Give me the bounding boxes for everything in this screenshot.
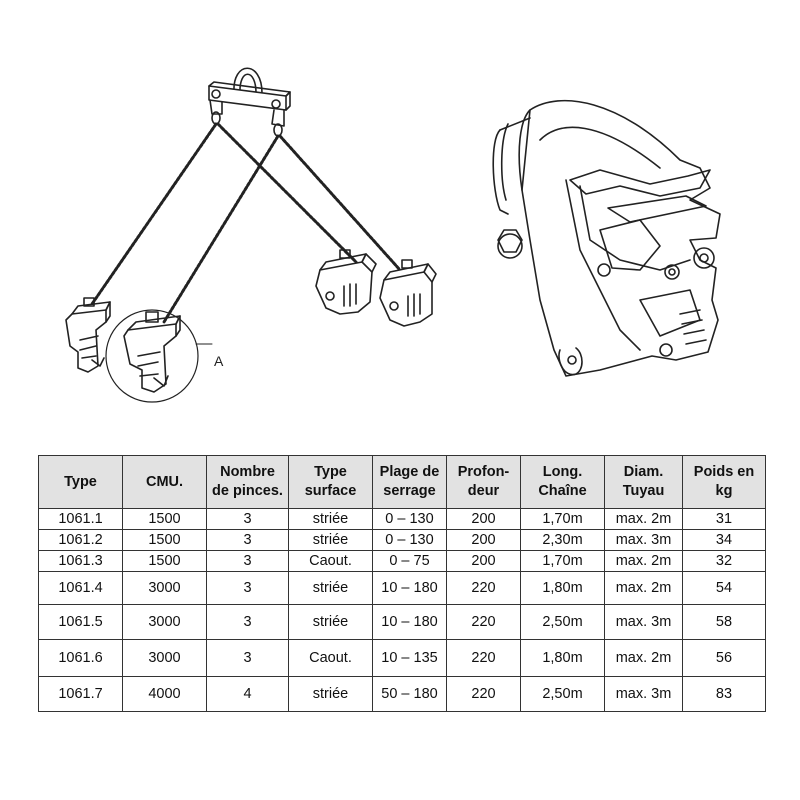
cell-chain-length: 1,80m xyxy=(520,639,605,677)
clamp-right-2 xyxy=(379,259,437,327)
cell-weight: 54 xyxy=(682,571,766,605)
cell-clamp-count: 3 xyxy=(206,550,289,572)
clamp-detail-large xyxy=(492,99,721,377)
cell-cmu: 1500 xyxy=(122,529,207,551)
table-row: 1061.1 1500 3 striée 0 – 130 200 1,70m m… xyxy=(38,508,766,530)
clamp-small-left xyxy=(65,297,111,373)
cell-cmu: 1500 xyxy=(122,550,207,572)
header-cmu: CMU. xyxy=(122,455,207,509)
cell-depth: 200 xyxy=(446,529,521,551)
header-type: Type xyxy=(38,455,123,509)
cell-clamping-range: 0 – 130 xyxy=(372,529,447,551)
cell-pipe-diameter: max. 2m xyxy=(604,571,683,605)
table-body: 1061.1 1500 3 striée 0 – 130 200 1,70m m… xyxy=(38,508,766,712)
cell-surface-type: striée xyxy=(288,571,373,605)
cell-depth: 220 xyxy=(446,676,521,712)
cell-weight: 83 xyxy=(682,676,766,712)
cell-chain-length: 2,30m xyxy=(520,529,605,551)
cell-type: 1061.4 xyxy=(38,571,123,605)
cell-surface-type: striée xyxy=(288,529,373,551)
detail-label: A xyxy=(214,353,224,369)
cell-weight: 32 xyxy=(682,550,766,572)
cell-chain-length: 1,80m xyxy=(520,571,605,605)
cell-clamp-count: 3 xyxy=(206,529,289,551)
cell-chain-length: 2,50m xyxy=(520,604,605,640)
cell-clamping-range: 50 – 180 xyxy=(372,676,447,712)
cell-chain-length: 2,50m xyxy=(520,676,605,712)
cell-clamping-range: 10 – 180 xyxy=(372,604,447,640)
cell-chain-length: 1,70m xyxy=(520,508,605,530)
cell-type: 1061.1 xyxy=(38,508,123,530)
cell-cmu: 3000 xyxy=(122,604,207,640)
cell-pipe-diameter: max. 2m xyxy=(604,550,683,572)
table-row: 1061.3 1500 3 Caout. 0 – 75 200 1,70m ma… xyxy=(38,550,766,572)
cell-depth: 220 xyxy=(446,639,521,677)
cell-type: 1061.5 xyxy=(38,604,123,640)
clamp-right-1 xyxy=(315,249,377,315)
table-row: 1061.6 3000 3 Caout. 10 – 135 220 1,80m … xyxy=(38,639,766,677)
cell-clamp-count: 3 xyxy=(206,604,289,640)
cell-surface-type: striée xyxy=(288,604,373,640)
product-illustrations: A xyxy=(65,67,721,403)
cell-depth: 220 xyxy=(446,571,521,605)
header-chain-length: Long.Chaîne xyxy=(520,455,605,509)
cell-clamping-range: 10 – 135 xyxy=(372,639,447,677)
chains-drawing xyxy=(90,122,402,324)
cell-cmu: 1500 xyxy=(122,508,207,530)
header-depth: Profon-deur xyxy=(446,455,521,509)
table-row: 1061.2 1500 3 striée 0 – 130 200 2,30m m… xyxy=(38,529,766,551)
lifting-beam-drawing xyxy=(208,67,291,137)
cell-clamp-count: 3 xyxy=(206,571,289,605)
cell-weight: 34 xyxy=(682,529,766,551)
cell-pipe-diameter: max. 2m xyxy=(604,508,683,530)
cell-clamp-count: 3 xyxy=(206,639,289,677)
cell-weight: 58 xyxy=(682,604,766,640)
cell-pipe-diameter: max. 3m xyxy=(604,676,683,712)
cell-surface-type: Caout. xyxy=(288,550,373,572)
cell-type: 1061.3 xyxy=(38,550,123,572)
cell-pipe-diameter: max. 3m xyxy=(604,604,683,640)
cell-type: 1061.2 xyxy=(38,529,123,551)
cell-clamping-range: 0 – 75 xyxy=(372,550,447,572)
header-pipe-diameter: Diam.Tuyau xyxy=(604,455,683,509)
cell-surface-type: Caout. xyxy=(288,639,373,677)
cell-clamping-range: 0 – 130 xyxy=(372,508,447,530)
table-row: 1061.4 3000 3 striée 10 – 180 220 1,80m … xyxy=(38,571,766,605)
cell-type: 1061.7 xyxy=(38,676,123,712)
cell-clamp-count: 4 xyxy=(206,676,289,712)
cell-pipe-diameter: max. 3m xyxy=(604,529,683,551)
cell-weight: 56 xyxy=(682,639,766,677)
table-row: 1061.5 3000 3 striée 10 – 180 220 2,50m … xyxy=(38,604,766,640)
cell-cmu: 4000 xyxy=(122,676,207,712)
table-row: 1061.7 4000 4 striée 50 – 180 220 2,50m … xyxy=(38,676,766,712)
cell-cmu: 3000 xyxy=(122,639,207,677)
detail-callout-circle xyxy=(105,309,213,403)
cell-weight: 31 xyxy=(682,508,766,530)
cell-cmu: 3000 xyxy=(122,571,207,605)
cell-clamping-range: 10 – 180 xyxy=(372,571,447,605)
cell-depth: 200 xyxy=(446,508,521,530)
cell-chain-length: 1,70m xyxy=(520,550,605,572)
cell-pipe-diameter: max. 2m xyxy=(604,639,683,677)
cell-type: 1061.6 xyxy=(38,639,123,677)
cell-clamp-count: 3 xyxy=(206,508,289,530)
cell-surface-type: striée xyxy=(288,676,373,712)
cell-depth: 220 xyxy=(446,604,521,640)
clamp-detail-a xyxy=(123,311,181,393)
product-drawings-svg: A xyxy=(65,67,721,403)
cell-surface-type: striée xyxy=(288,508,373,530)
cell-depth: 200 xyxy=(446,550,521,572)
